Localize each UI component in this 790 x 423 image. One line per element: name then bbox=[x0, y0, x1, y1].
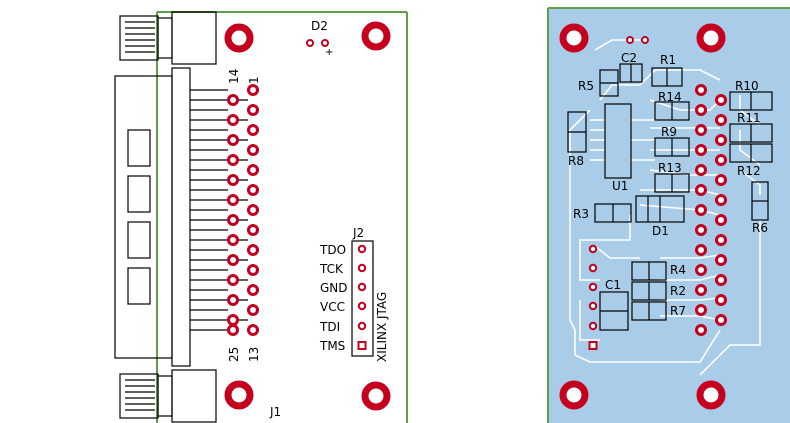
label-r6: R6 bbox=[752, 221, 768, 235]
label-r1: R1 bbox=[660, 53, 676, 67]
jtag-signal-label: TCK bbox=[319, 262, 344, 276]
label-c1: C1 bbox=[605, 278, 621, 292]
label-c2: C2 bbox=[621, 51, 637, 65]
label-r3: R3 bbox=[573, 207, 589, 221]
connector-pads bbox=[227, 84, 259, 336]
footprint-u1 bbox=[604, 103, 632, 179]
jtag-signal-label: TMS bbox=[319, 339, 345, 353]
label-r11: R11 bbox=[737, 111, 761, 125]
pad-pin-13 bbox=[247, 324, 259, 336]
label-r4: R4 bbox=[670, 263, 686, 277]
mounting-hole bbox=[224, 380, 254, 410]
jtag-pads-bottom bbox=[588, 36, 649, 350]
connector-pads-bottom bbox=[695, 84, 727, 336]
jtag-signal-label: TDI bbox=[319, 320, 340, 334]
jtag-pin1-square bbox=[357, 341, 367, 350]
label-u1: U1 bbox=[612, 179, 628, 193]
led-pad bbox=[321, 39, 329, 47]
jtag-signal-label: TDO bbox=[319, 243, 346, 257]
label-r13: R13 bbox=[658, 161, 682, 175]
pin-label-1: 1 bbox=[247, 76, 261, 84]
label-r8: R8 bbox=[568, 154, 584, 168]
jtag-signal-labels: TDO TCK GND VCC TDI TMS bbox=[319, 243, 348, 353]
copper-fill bbox=[548, 8, 790, 423]
component-labels: C2 R1 R5 R14 R10 R11 R9 R8 R13 R12 U1 R3… bbox=[568, 51, 768, 318]
pin-label-25: 25 bbox=[227, 347, 241, 362]
db25-connector bbox=[114, 11, 217, 423]
label-r5: R5 bbox=[578, 79, 594, 93]
label-d1: D1 bbox=[652, 224, 669, 238]
header-label: J2 bbox=[352, 226, 364, 240]
mounting-holes-bottom bbox=[559, 23, 726, 410]
jtag-header-outline bbox=[351, 240, 374, 357]
led-label: D2 bbox=[311, 19, 328, 33]
pin-label-13: 13 bbox=[247, 347, 261, 362]
led-polarity: + bbox=[325, 47, 333, 58]
bottom-layer-board: C2 R1 R5 R14 R10 R11 R9 R8 R13 R12 U1 R3… bbox=[547, 7, 790, 423]
jtag-header-pads bbox=[357, 244, 367, 350]
mounting-hole bbox=[361, 381, 391, 411]
pad-pin-1 bbox=[247, 84, 259, 96]
traces bbox=[569, 39, 761, 376]
label-r12: R12 bbox=[737, 164, 761, 178]
connector-body bbox=[114, 75, 173, 359]
led-pad bbox=[306, 39, 314, 47]
mounting-holes-top bbox=[224, 21, 391, 411]
connector-label: J1 bbox=[269, 405, 281, 419]
jtag-signal-label: GND bbox=[320, 281, 348, 295]
label-r10: R10 bbox=[735, 79, 759, 93]
top-layer-board: 14 1 25 13 D2 + J2 XILINX JTAG TDO TCK bbox=[114, 11, 408, 423]
mounting-hole bbox=[361, 21, 391, 51]
label-r9: R9 bbox=[661, 125, 677, 139]
pin-label-14: 14 bbox=[227, 69, 241, 84]
label-r14: R14 bbox=[658, 90, 682, 104]
label-r2: R2 bbox=[670, 284, 686, 298]
label-r7: R7 bbox=[670, 304, 686, 318]
connector-flange bbox=[171, 67, 191, 367]
smd-footprints bbox=[567, 63, 773, 331]
mounting-hole bbox=[224, 23, 254, 53]
pad-pin-14 bbox=[227, 94, 239, 106]
pad-pin-25 bbox=[227, 324, 239, 336]
connector-leads bbox=[190, 89, 248, 331]
jtag-signal-label: VCC bbox=[320, 300, 345, 314]
header-title: XILINX JTAG bbox=[375, 292, 389, 362]
